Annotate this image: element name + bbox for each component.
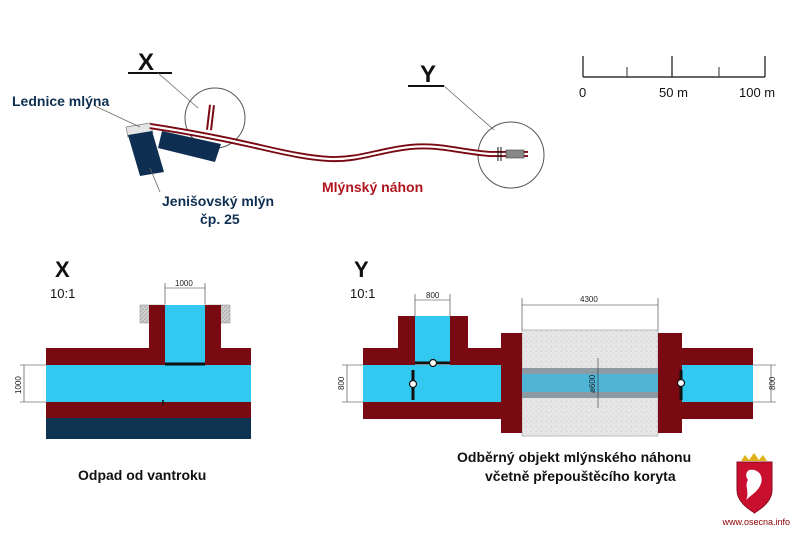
wall-lower-left-y xyxy=(363,402,501,419)
detail-x: X 10:1 1000 1000 Odpad od vantroku xyxy=(14,257,251,483)
wall-upper-left-y xyxy=(363,348,399,365)
scale-tick-0: 0 xyxy=(579,85,586,100)
inlet-water-y xyxy=(415,316,450,363)
label-cp-25: čp. 25 xyxy=(200,211,240,227)
wall-upper-right xyxy=(220,348,251,366)
channel-water-x xyxy=(46,365,251,402)
inlet-water xyxy=(165,305,205,364)
valve-3 xyxy=(676,378,686,388)
channel-water-left-y xyxy=(363,365,501,402)
wall-upper-mid-y xyxy=(467,348,501,365)
detail-y-dim-pipe: ø600 xyxy=(588,374,597,393)
wall-upper-right-y xyxy=(682,348,753,365)
overview-map: X Y Lednice mlýna Jenišovský mlýn čp. 25… xyxy=(12,49,545,227)
leader-lednice xyxy=(94,105,141,128)
scale-tick-50: 50 m xyxy=(659,85,688,100)
wall-lower-right-y xyxy=(682,402,753,419)
marker-x-leader xyxy=(157,72,199,109)
label-jenisovsky-mlyn: Jenišovský mlýn xyxy=(162,193,274,209)
detail-x-dim-height: 1000 xyxy=(14,376,23,394)
coat-of-arms-logo xyxy=(736,453,773,515)
channel-water-right-y xyxy=(682,365,753,402)
valve-1 xyxy=(428,358,438,368)
inlet-wall-right xyxy=(205,305,221,366)
inlet-wall-left-y xyxy=(398,316,415,365)
detail-y-scale: 10:1 xyxy=(350,286,375,301)
scale-tick-100: 100 m xyxy=(739,85,775,100)
ground-x xyxy=(46,418,251,439)
detail-y-dim-right: 800 xyxy=(768,376,777,390)
marker-y-leader xyxy=(443,85,495,131)
detail-y-title: Y xyxy=(354,257,369,282)
detail-x-dim-width: 1000 xyxy=(175,279,193,288)
detail-x-caption: Odpad od vantroku xyxy=(78,467,206,483)
detail-y-dim-top: 800 xyxy=(426,291,440,300)
detail-y-dim-left: 800 xyxy=(337,376,346,390)
wall-upper-left xyxy=(46,348,150,366)
site-url: www.osecna.info xyxy=(722,517,790,527)
headwall-left xyxy=(501,333,522,433)
pipe-water xyxy=(522,374,658,392)
detail-x-title: X xyxy=(55,257,70,282)
scale-bar: 0 50 m 100 m xyxy=(579,56,775,100)
inlet-wall-right-y xyxy=(450,316,468,365)
detail-y-caption-1: Odběrný objekt mlýnského náhonu xyxy=(457,449,691,465)
detail-y-caption-2: včetně přepouštěcího koryta xyxy=(485,468,676,484)
label-mlynsky-nahon: Mlýnský náhon xyxy=(322,179,423,195)
leader-mlyn xyxy=(149,167,161,193)
marker-x: X xyxy=(138,49,154,76)
intake-object-overview xyxy=(505,149,525,159)
detail-x-scale: 10:1 xyxy=(50,286,75,301)
valve-2 xyxy=(408,379,418,389)
detail-y: Y 10:1 800 4300 ø600 xyxy=(337,257,777,484)
detail-y-dim-span: 4300 xyxy=(580,295,598,304)
mill-lednice xyxy=(158,131,221,162)
wall-lower-x xyxy=(46,402,251,418)
label-lednice-mlyna: Lednice mlýna xyxy=(12,93,109,109)
marker-y: Y xyxy=(420,61,436,88)
inlet-wall-left xyxy=(149,305,165,366)
mill-building-jenisovsky xyxy=(128,131,164,176)
